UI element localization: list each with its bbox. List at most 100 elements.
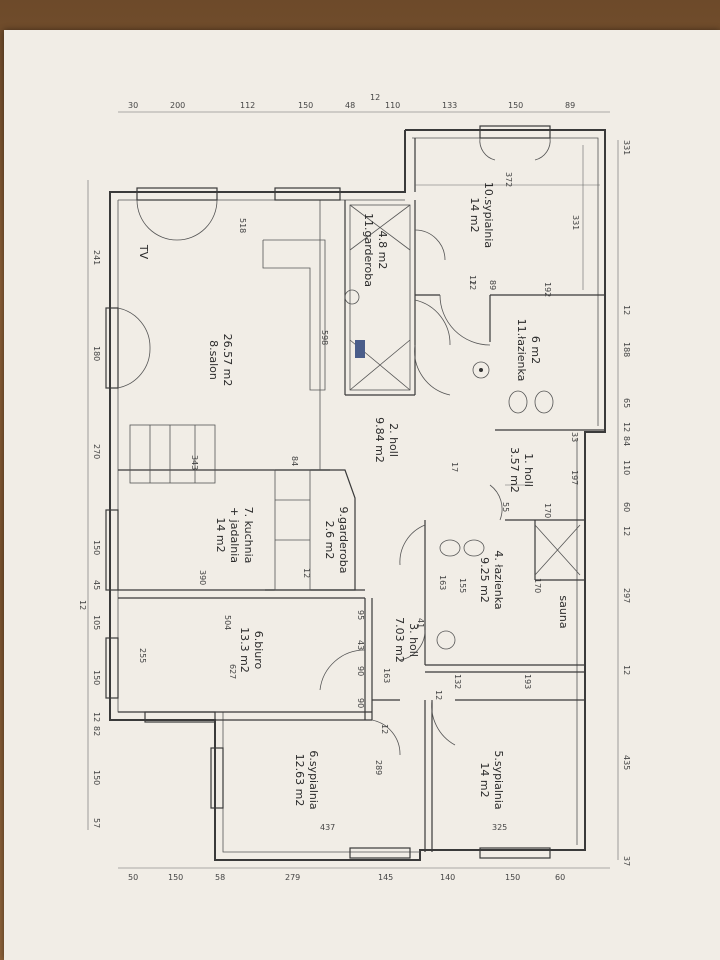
dim-inner-4: 89 (488, 280, 497, 290)
room-3-name: 3. holl (407, 623, 420, 657)
room-6-office-area: 13.3 m2 (238, 627, 251, 673)
dim-inner-2: 331 (571, 215, 580, 230)
room-7-name: 7. kuchnia (242, 507, 255, 564)
dim-inner-20: 43 (356, 640, 365, 650)
dim-top-5: 12 (370, 93, 380, 102)
room-5-area: 14 m2 (478, 762, 491, 797)
dim-bottom-4: 145 (378, 873, 393, 882)
room-2-name: 2. holl (387, 423, 400, 457)
tv-label: TV (137, 244, 150, 260)
dim-inner-11: 84 (290, 456, 299, 466)
dim-inner-13: 390 (198, 570, 207, 585)
dim-inner-10: 343 (190, 455, 199, 470)
dim-inner-29: 289 (374, 760, 383, 775)
dims-right: 331 12 188 65 12 84 110 60 12 297 12 435… (622, 140, 631, 866)
room-9-area: 2.6 m2 (323, 521, 336, 560)
dim-top-0: 30 (128, 101, 138, 110)
room-2-area: 9.84 m2 (373, 417, 386, 463)
dim-top-7: 133 (442, 101, 457, 110)
dim-inner-3: 12 (468, 280, 477, 290)
dim-inner-18: 504 (223, 615, 232, 630)
room-4-area: 9.25 m2 (478, 557, 491, 603)
windows (105, 125, 551, 859)
dim-bottom-0: 50 (128, 873, 138, 882)
dim-bottom-6: 150 (505, 873, 520, 882)
dim-inner-26: 255 (138, 648, 147, 663)
dim-right-7: 60 (622, 502, 631, 512)
dim-top-6: 110 (385, 101, 400, 110)
dim-inner-5: 192 (543, 282, 552, 297)
dim-left-3: 150 (92, 540, 101, 555)
dim-inner-22: 163 (382, 668, 391, 683)
dim-left-1: 180 (92, 346, 101, 361)
dim-inner-21: 90 (356, 666, 365, 676)
dim-inner-25: 627 (228, 664, 237, 679)
room-8-area: 26.57 m2 (221, 334, 234, 387)
paper-sheet (4, 30, 720, 960)
room-11-bath-area: 6 m2 (529, 336, 542, 364)
room-1-name: 1. holl (522, 453, 535, 487)
dim-right-10: 12 (622, 665, 631, 675)
room-11-closet-name: 11.garderoba (362, 213, 375, 287)
dim-left-8: 12 (92, 712, 101, 722)
room-7-area: 14 m2 (214, 517, 227, 552)
dim-inner-33: 12 (468, 275, 477, 285)
room-9-name: 9.garderoba (337, 506, 350, 573)
room-11-bath-name: 11.łazienka (515, 319, 528, 382)
dim-right-5: 84 (622, 436, 631, 446)
room-6-bedroom-name: 6.sypialnia (307, 750, 320, 809)
dim-bottom-2: 58 (215, 873, 225, 882)
dim-left-2: 270 (92, 444, 101, 459)
dim-left-0: 241 (92, 250, 101, 265)
dim-top-9: 89 (565, 101, 575, 110)
dim-left-9: 82 (92, 726, 101, 736)
dim-right-9: 297 (622, 588, 631, 603)
dim-right-1: 12 (622, 305, 631, 315)
dim-inner-15: 155 (458, 578, 467, 593)
dim-inner-8: 197 (570, 470, 579, 485)
room-4-name: 4. łazienka (492, 550, 505, 609)
dim-top-1: 200 (170, 101, 185, 110)
dims-bottom: 50 150 58 279 145 140 150 60 (128, 873, 565, 882)
dim-left-10: 150 (92, 770, 101, 785)
dimension-lines (87, 111, 619, 869)
dim-inner-19: 41 (416, 618, 425, 628)
room-1-area: 3.57 m2 (508, 447, 521, 493)
dims-left: 241 180 270 150 45 12 105 150 12 82 150 … (78, 250, 101, 828)
sauna-label: sauna (557, 595, 570, 628)
dim-right-3: 65 (622, 398, 631, 408)
dim-inner-6: 598 (320, 330, 329, 345)
room-6-bedroom-area: 12.63 m2 (293, 754, 306, 807)
dim-top-4: 48 (345, 101, 355, 110)
dim-inner-32: 55 (501, 502, 510, 512)
room-3-area: 7.03 m2 (393, 617, 406, 663)
dim-left-11: 57 (92, 818, 101, 828)
dim-top-3: 150 (298, 101, 313, 110)
dim-inner-12: 17 (450, 462, 459, 472)
room-10-name: 10.sypialnia (482, 182, 495, 248)
room-5-name: 5.sypialnia (492, 750, 505, 809)
dims-inner: 518 372 331 12 89 192 598 33 197 170 343… (138, 172, 580, 832)
dim-inner-9: 170 (543, 503, 552, 518)
room-7-name-2: + jadalnia (228, 507, 241, 563)
dim-inner-30: 437 (320, 823, 335, 832)
dim-inner-31: 325 (492, 823, 507, 832)
dim-left-5: 12 (78, 600, 87, 610)
dim-right-2: 188 (622, 342, 631, 357)
dim-inner-27: 90 (356, 698, 365, 708)
dim-right-6: 110 (622, 460, 631, 475)
dim-inner-14: 163 (438, 575, 447, 590)
room-8-name: 8.salon (207, 340, 220, 380)
dim-right-0: 331 (622, 140, 631, 155)
dim-right-8: 12 (622, 526, 631, 536)
dim-left-4: 45 (92, 580, 101, 590)
dim-inner-0: 518 (238, 218, 247, 233)
room-6-office-name: 6.biuro (252, 631, 265, 670)
dim-inner-28: 12 (380, 724, 389, 734)
dim-top-8: 150 (508, 101, 523, 110)
dim-right-11: 435 (622, 755, 631, 770)
room-10-area: 14 m2 (468, 197, 481, 232)
dim-inner-16: 170 (533, 578, 542, 593)
door-swings (117, 137, 551, 756)
